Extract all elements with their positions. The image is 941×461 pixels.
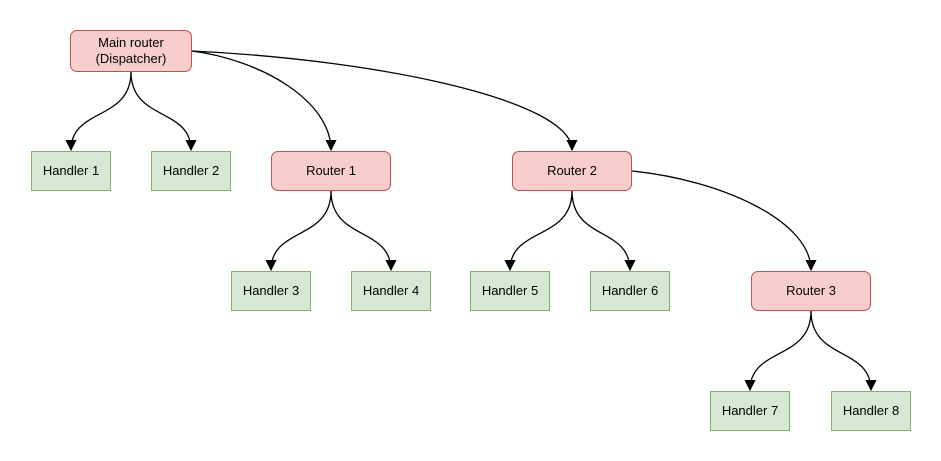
node-router-2: Router 2 <box>512 151 632 191</box>
node-label: Router 1 <box>306 162 356 178</box>
node-router-3: Router 3 <box>751 271 871 311</box>
node-label: Router 3 <box>786 282 836 298</box>
node-label: Router 2 <box>547 162 597 178</box>
node-handler-3: Handler 3 <box>231 271 311 311</box>
node-label: Main router (Dispatcher) <box>95 34 167 66</box>
node-label: Handler 1 <box>42 162 100 178</box>
node-label: Handler 8 <box>842 402 900 418</box>
node-label: Handler 2 <box>162 162 220 178</box>
node-main-router-dispatcher: Main router (Dispatcher) <box>70 30 192 72</box>
edge-r2-to-r3 <box>631 170 817 272</box>
node-handler-7: Handler 7 <box>710 391 790 431</box>
node-handler-1: Handler 1 <box>31 151 111 191</box>
edge-main-to-r2 <box>191 50 578 152</box>
node-handler-2: Handler 2 <box>151 151 231 191</box>
edge-main-to-r1 <box>191 50 337 152</box>
edge-r3-to-h8 <box>810 310 877 392</box>
edge-main-to-h1 <box>65 71 132 152</box>
edge-r1-to-h4 <box>330 190 397 272</box>
edge-r2-to-h5 <box>504 190 573 272</box>
node-label: Handler 3 <box>242 282 300 298</box>
node-handler-4: Handler 4 <box>351 271 431 311</box>
node-handler-5: Handler 5 <box>470 271 550 311</box>
node-router-1: Router 1 <box>271 151 391 191</box>
node-label: Handler 5 <box>481 282 539 298</box>
edge-r3-to-h7 <box>744 310 812 392</box>
node-label: Handler 4 <box>362 282 420 298</box>
node-handler-6: Handler 6 <box>590 271 670 311</box>
node-label: Handler 6 <box>601 282 659 298</box>
edge-r1-to-h3 <box>265 190 332 272</box>
edge-r2-to-h6 <box>571 190 636 272</box>
edge-main-to-h2 <box>130 71 197 152</box>
node-label: Handler 7 <box>721 402 779 418</box>
node-handler-8: Handler 8 <box>831 391 911 431</box>
